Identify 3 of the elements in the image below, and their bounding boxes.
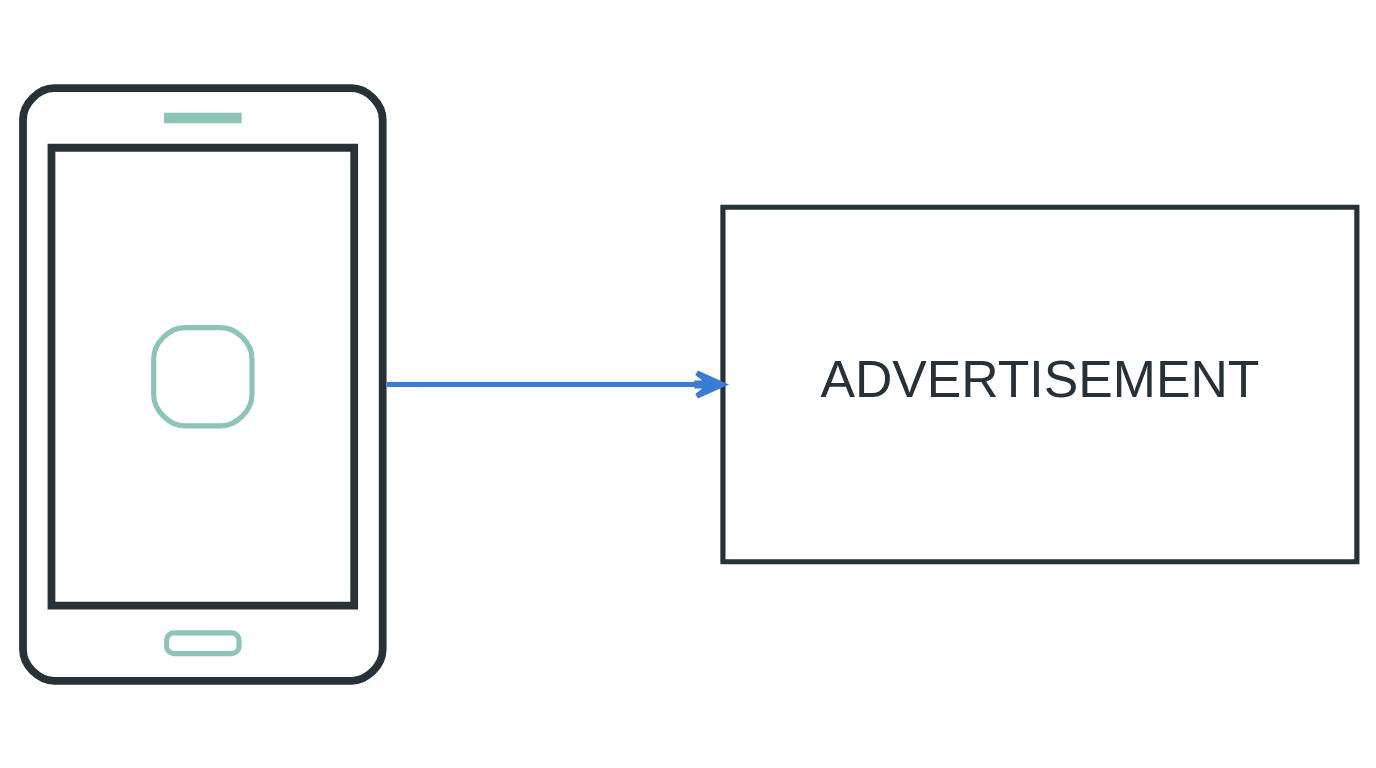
node-picture bbox=[19, 83, 387, 685]
arrow bbox=[386, 369, 726, 399]
node-box: ADVERTISEMENT bbox=[720, 204, 1360, 564]
